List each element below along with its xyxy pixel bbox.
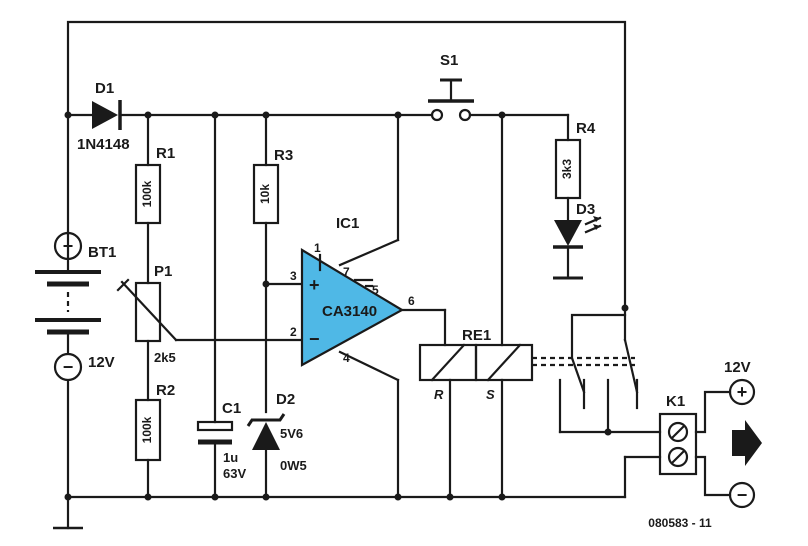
- re1-reset-label: R: [434, 387, 444, 402]
- ground-symbol: [53, 495, 83, 530]
- d2-value1: 5V6: [280, 426, 303, 441]
- ic1-part-label: CA3140: [322, 303, 377, 320]
- d1-part-label: 1N4148: [77, 136, 130, 153]
- c1-value1: 1u: [223, 450, 238, 465]
- r2-value: 100k: [140, 416, 154, 443]
- output-arrow-icon: [732, 420, 762, 466]
- r4-value: 3k3: [560, 159, 574, 179]
- opamp-ic1: [264, 113, 447, 499]
- opamp-pin-5: 5: [372, 283, 379, 297]
- pushbutton-s1: [428, 78, 474, 122]
- r3-value: 10k: [258, 184, 272, 204]
- opamp-pin-2: 2: [290, 325, 297, 339]
- resistor-r2: [134, 398, 162, 499]
- opamp-pin-3: 3: [290, 269, 297, 283]
- opamp-minus-sign: −: [309, 329, 320, 349]
- r3-label: R3: [274, 147, 293, 164]
- led-d3: [553, 216, 602, 280]
- opamp-pin-7: 7: [343, 265, 350, 279]
- resistor-r1: [134, 113, 162, 285]
- reference-number: 080583 - 11: [648, 516, 712, 530]
- s1-label: S1: [440, 52, 458, 69]
- opamp-pin-6: 6: [408, 294, 415, 308]
- output-plus-terminal-icon: [728, 378, 756, 406]
- re1-set-label: S: [486, 387, 495, 402]
- diode-d1: [92, 100, 122, 130]
- battery-plus-terminal-icon: [53, 231, 83, 261]
- p1-value: 2k5: [154, 350, 176, 365]
- k1-label: K1: [666, 393, 685, 410]
- output-plus-sign: +: [737, 382, 748, 402]
- resistor-r3: [252, 113, 280, 414]
- opamp-pin-1: 1: [314, 241, 321, 255]
- relay-contacts: [558, 306, 662, 436]
- junction-dots: [64, 111, 629, 501]
- zener-d2: [246, 413, 286, 499]
- r2-label: R2: [156, 382, 175, 399]
- battery-minus-terminal-icon: [53, 352, 83, 382]
- output-minus-sign: −: [737, 485, 748, 505]
- d2-value2: 0W5: [280, 458, 307, 473]
- battery-bt1: [35, 230, 101, 499]
- terminal-k1: [658, 378, 762, 509]
- capacitor-c1: [196, 113, 234, 499]
- r1-label: R1: [156, 145, 175, 162]
- relay-re1: [418, 113, 635, 499]
- opamp-pin-4: 4: [343, 351, 350, 365]
- resistor-r4: [554, 113, 582, 222]
- r4-label: R4: [576, 120, 596, 137]
- bt1-label: BT1: [88, 244, 116, 261]
- d1-label: D1: [95, 80, 114, 97]
- battery-minus-sign: −: [63, 357, 74, 377]
- battery-plus-sign: +: [63, 236, 74, 256]
- r1-value: 100k: [140, 180, 154, 207]
- bt1-voltage-label: 12V: [88, 354, 115, 371]
- d3-label: D3: [576, 201, 595, 218]
- c1-value2: 63V: [223, 466, 246, 481]
- re1-label: RE1: [462, 327, 491, 344]
- opamp-plus-sign: +: [309, 275, 320, 295]
- ic1-label: IC1: [336, 215, 359, 232]
- potentiometer-p1: [116, 278, 304, 402]
- k1-voltage-label: 12V: [724, 359, 751, 376]
- ground-rail: [66, 455, 662, 499]
- c1-label: C1: [222, 400, 241, 417]
- output-minus-terminal-icon: [728, 481, 756, 509]
- d2-label: D2: [276, 391, 295, 408]
- top-rail: [66, 20, 627, 310]
- p1-label: P1: [154, 263, 172, 280]
